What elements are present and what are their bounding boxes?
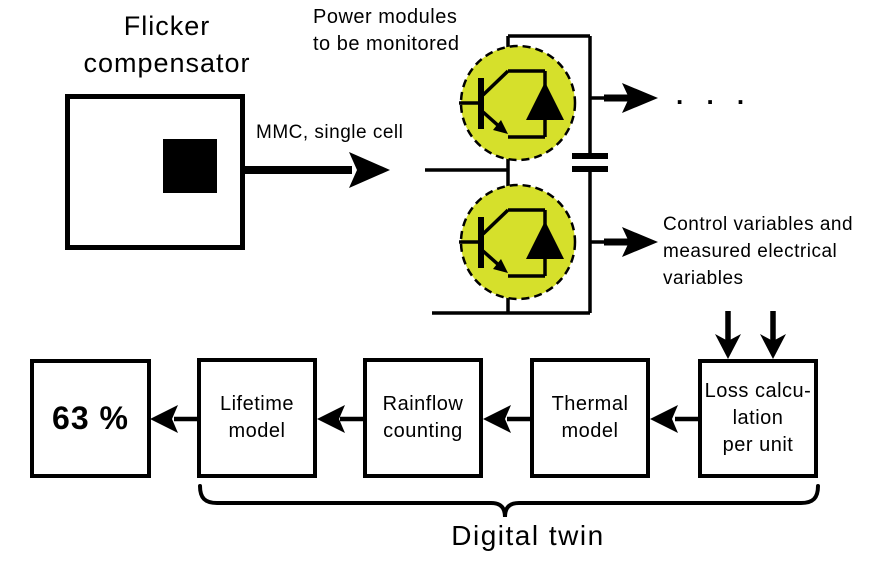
result-percentage-value: 63 % xyxy=(52,400,129,436)
mmc-cell-marker-square xyxy=(163,139,217,193)
capacitor-icon xyxy=(572,153,608,172)
flicker-compensator-box xyxy=(65,94,245,250)
title-line-2: compensator xyxy=(83,48,251,78)
loss-calculation-box: Loss calcu- lation per unit xyxy=(698,359,818,478)
top-output-arrow xyxy=(590,83,658,113)
igbt-module-bottom xyxy=(459,185,575,299)
rainflow-counting-line-2: counting xyxy=(383,420,463,442)
lifetime-model-line-2: model xyxy=(228,420,286,442)
control-variables-line-1: Control variables and xyxy=(663,214,854,235)
power-modules-label: Power modules to be monitored xyxy=(313,4,483,58)
rainflow-counting-line-1: Rainflow xyxy=(382,393,464,415)
igbt-module-top xyxy=(459,44,577,162)
mmc-cell-circuit xyxy=(425,34,608,315)
thermal-model-line-1: Thermal xyxy=(551,393,629,415)
loss-calculation-line-2: lation xyxy=(732,407,784,429)
rainflow-counting-box: Rainflow counting xyxy=(363,358,483,478)
ellipsis-label: . . . xyxy=(676,80,753,110)
loss-calculation-line-3: per unit xyxy=(722,434,794,456)
emitter-arrowhead xyxy=(493,120,508,134)
lifetime-model-box: Lifetime model xyxy=(197,358,317,478)
title-line-1: Flicker xyxy=(123,11,211,41)
flicker-compensator-title: Flicker compensator xyxy=(52,8,282,82)
power-modules-label-line-1: Power modules xyxy=(313,6,458,28)
thermal-model-box: Thermal model xyxy=(530,358,650,478)
control-variables-line-2: measured electrical xyxy=(663,241,838,262)
power-modules-label-line-2: to be monitored xyxy=(313,33,460,55)
loss-calculation-line-1: Loss calcu- xyxy=(704,380,812,402)
bottom-output-arrow xyxy=(590,227,658,257)
pipeline-arrows xyxy=(150,405,698,433)
control-variables-label: Control variables and measured electrica… xyxy=(663,211,878,292)
control-variables-line-3: variables xyxy=(663,268,744,289)
diode-icon xyxy=(526,82,564,120)
lifetime-model-line-1: Lifetime xyxy=(219,393,295,415)
loss-input-arrows xyxy=(715,311,786,359)
thermal-model-line-2: model xyxy=(561,420,619,442)
mmc-arrow-label: MMC, single cell xyxy=(256,122,404,143)
digital-twin-label: Digital twin xyxy=(451,520,605,551)
result-percentage-box: 63 % xyxy=(30,359,151,478)
digital-twin-brace xyxy=(198,484,820,518)
